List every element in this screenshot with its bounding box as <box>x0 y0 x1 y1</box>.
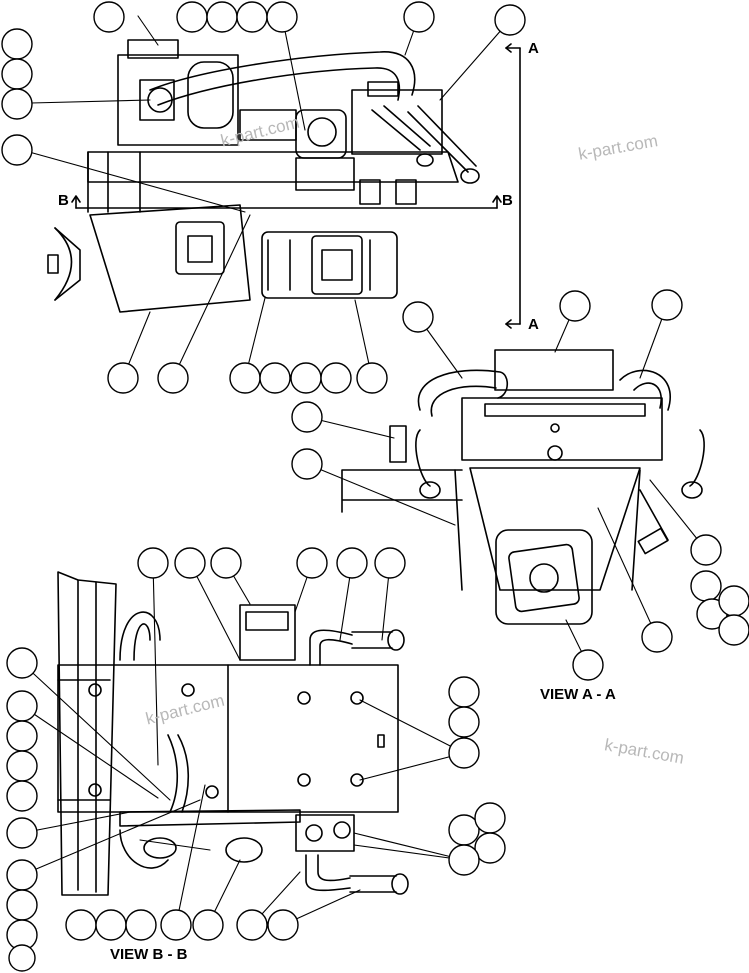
section-marker-b-right: B <box>502 192 513 209</box>
view-bb-assembly <box>57 571 409 896</box>
view-aa-assembly <box>341 349 705 625</box>
section-marker-b-left: B <box>58 192 69 209</box>
view-aa-title: VIEW A - A <box>540 686 616 703</box>
section-marker-a-bottom: A <box>528 316 539 333</box>
top-view-assembly <box>47 39 521 329</box>
section-marker-a-top: A <box>528 40 539 57</box>
view-bb-title: VIEW B - B <box>110 946 188 963</box>
